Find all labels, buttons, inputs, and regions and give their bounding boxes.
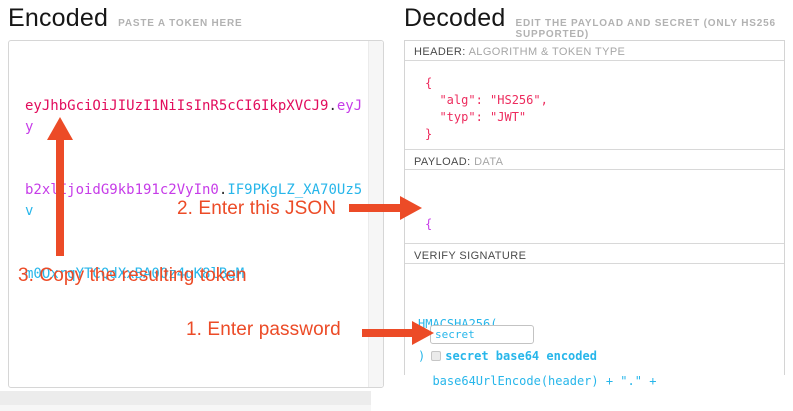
token-signature-part: m0OxrqYTCQdXxBA0Oz4uK8lBqM — [25, 266, 245, 282]
payload-label-strong: PAYLOAD: — [414, 156, 471, 168]
token-line-2: b2xlIjoidG9kb191c2VyIn0.IF9PKgLZ_XA70Uz5… — [25, 180, 363, 222]
hmac-close-paren: ) — [418, 349, 426, 363]
secret-input[interactable] — [430, 325, 534, 344]
page-footer-strip — [0, 391, 371, 405]
scrollbar-track[interactable] — [368, 41, 383, 387]
right-arrow-stem — [349, 204, 402, 212]
decoded-title: Decoded — [404, 4, 506, 32]
base64-encoded-label[interactable]: secret base64 encoded — [445, 349, 597, 363]
right-arrow-stem — [362, 329, 414, 337]
verify-signature-editor: HMACSHA256( base64UrlEncode(header) + ".… — [405, 265, 784, 388]
token-separator-dot: . — [328, 98, 337, 114]
payload-label-rest: DATA — [474, 156, 504, 168]
right-arrow-icon — [400, 196, 422, 220]
token-separator-dot: . — [218, 182, 228, 198]
encoded-token-box[interactable]: eyJhbGciOiJIUzI1NiIsInR5cCI6IkpXVCJ9.eyJ… — [8, 40, 384, 388]
token-payload-part: eyJy — [25, 98, 363, 135]
payload-json-line: { — [425, 217, 433, 231]
annotation-step2-text: 2. Enter this JSON — [177, 198, 337, 219]
header-json-text[interactable]: { "alg": "HS256", "typ": "JWT" } — [425, 76, 548, 141]
verify-signature-label: VERIFY SIGNATURE — [414, 250, 527, 262]
page-footer-strip-light — [0, 405, 371, 411]
encoded-title: Encoded — [8, 4, 109, 32]
encoded-title-row: Encoded PASTE A TOKEN HERE — [8, 4, 243, 33]
annotation-step1-text: 1. Enter password — [186, 319, 341, 340]
annotation-step3-text: 3. Copy the resulting token — [18, 265, 247, 286]
up-arrow-icon — [47, 117, 73, 140]
decoded-title-row: Decoded EDIT THE PAYLOAD AND SECRET (ONL… — [404, 4, 793, 40]
right-arrow-icon — [412, 321, 434, 345]
token-line-1: eyJhbGciOiJIUzI1NiIsInR5cCI6IkpXVCJ9.eyJ… — [25, 96, 363, 138]
header-section-label: HEADER: ALGORITHM & TOKEN TYPE — [405, 41, 784, 61]
verify-signature-section-label: VERIFY SIGNATURE — [405, 245, 784, 264]
base64-encoded-row: ) secret base64 encoded — [418, 349, 597, 363]
encoded-subtitle: PASTE A TOKEN HERE — [118, 18, 243, 29]
hmac-code-block: HMACSHA256( base64UrlEncode(header) + ".… — [418, 277, 656, 411]
payload-section-label: PAYLOAD: DATA — [405, 151, 784, 170]
up-arrow-stem — [56, 139, 64, 256]
header-label-strong: HEADER: — [414, 46, 466, 58]
token-header-part: eyJhbGciOiJIUzI1NiIsInR5cCI6IkpXVCJ9 — [25, 98, 329, 114]
hmac-code-line: base64UrlEncode(header) + "." + — [418, 374, 657, 388]
decoded-subtitle: EDIT THE PAYLOAD AND SECRET (ONLY HS256 … — [515, 18, 776, 40]
token-signature-part: IF9PKgLZ_XA70Uz5v — [25, 182, 363, 219]
token-line-3: m0OxrqYTCQdXxBA0Oz4uK8lBqM — [25, 264, 363, 285]
header-json-editor[interactable]: { "alg": "HS256", "typ": "JWT" } — [405, 62, 784, 150]
base64-encoded-checkbox[interactable] — [431, 351, 442, 361]
payload-json-editor[interactable]: { "role": "todo_user" } — [405, 171, 784, 333]
header-label-rest: ALGORITHM & TOKEN TYPE — [468, 46, 626, 58]
decoded-panel: HEADER: ALGORITHM & TOKEN TYPE { "alg": … — [404, 40, 785, 388]
token-payload-part: b2xlIjoidG9kb191c2VyIn0 — [25, 182, 219, 198]
encoded-token-text[interactable]: eyJhbGciOiJIUzI1NiIsInR5cCI6IkpXVCJ9.eyJ… — [25, 54, 363, 327]
